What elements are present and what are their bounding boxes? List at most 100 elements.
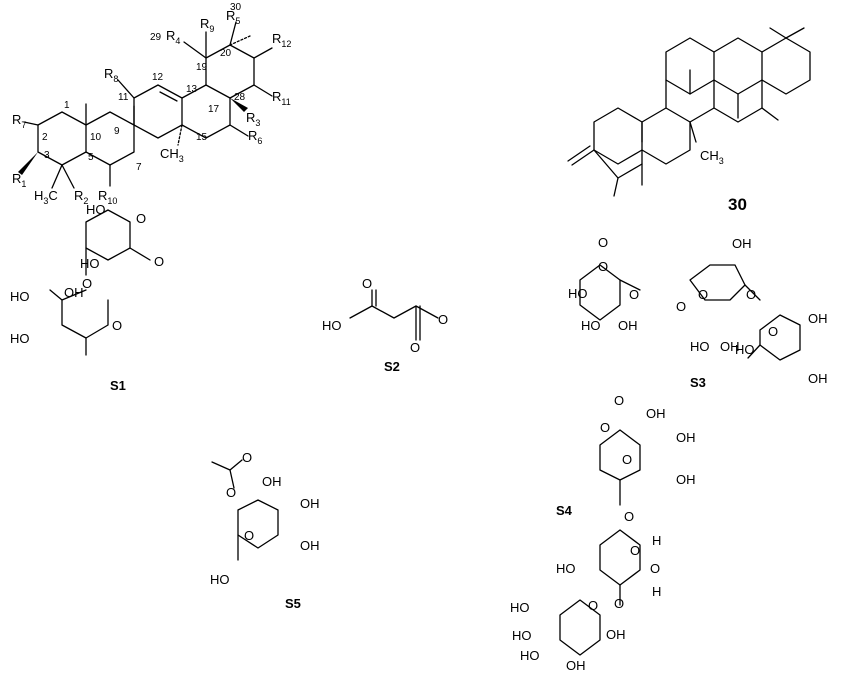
atom-label-ho: HO — [581, 318, 601, 333]
atom-label-o: O — [630, 543, 640, 558]
atom-label-o: O — [676, 299, 686, 314]
atom-label-oh: OH — [732, 236, 752, 251]
atom-label-ho: HO — [86, 202, 106, 217]
atom-label-oh: OH — [676, 472, 696, 487]
atom-label-oh: OH — [720, 339, 740, 354]
compound-30-label: 30 — [728, 195, 747, 214]
locant: 20 — [220, 48, 232, 59]
fragment-s5-labels: O O OH OH O OH HO — [210, 450, 320, 587]
atom-label-o: O — [614, 596, 624, 611]
atom-label-oh: OH — [606, 627, 626, 642]
locant: 10 — [90, 132, 102, 143]
atom-label-o: O — [410, 340, 420, 355]
atom-label-ho: HO — [10, 289, 30, 304]
locant: 19 — [196, 62, 208, 73]
atom-label-ho: HO — [10, 331, 30, 346]
atom-label-oh: OH — [300, 496, 320, 511]
atom-label-o: O — [698, 287, 708, 302]
atom-label-ho: HO — [210, 572, 230, 587]
label-r9: R9 — [200, 16, 214, 34]
locant: 29 — [150, 32, 162, 43]
atom-label-ho: HO — [322, 318, 342, 333]
atom-label-o: O — [136, 211, 146, 226]
atom-label-o: O — [226, 485, 236, 500]
atom-label-o: O — [598, 235, 608, 250]
label-r4: R4 — [166, 28, 180, 46]
atom-label-o: O — [154, 254, 164, 269]
atom-label-ho: HO — [556, 561, 576, 576]
atom-label-ho: HO — [512, 628, 532, 643]
fragment-s1-label: S1 — [110, 378, 126, 393]
atom-label-oh: OH — [262, 474, 282, 489]
triterpenoid-core-structure — [18, 21, 273, 189]
label-ch3-30: CH3 — [700, 148, 724, 166]
fragment-s4-label: S4 — [556, 503, 573, 518]
fragment-s1-labels: HO O HO O OH HO O HO O — [10, 202, 164, 346]
fragment-s4-labels: O O OH OH O OH O O H HO O H O HO O HO OH… — [510, 393, 696, 673]
atom-label-h: H — [652, 584, 661, 599]
fragment-s1-structure — [49, 209, 151, 356]
atom-label-o: O — [624, 509, 634, 524]
atom-label-o: O — [438, 312, 448, 327]
label-r11: R11 — [272, 89, 291, 107]
fragment-s5-label: S5 — [285, 596, 301, 611]
atom-label-ho: HO — [520, 648, 540, 663]
atom-label-oh: OH — [300, 538, 320, 553]
compound-30-structure — [567, 27, 811, 197]
fragment-s3-label: S3 — [690, 375, 706, 390]
locant: 30 — [230, 2, 242, 13]
label-r3: R3 — [246, 110, 260, 128]
fragment-s2-label: S2 — [384, 359, 400, 374]
fragment-s2-labels: O HO O O — [322, 276, 448, 355]
atom-label-ho: HO — [568, 286, 588, 301]
atom-label-o: O — [622, 452, 632, 467]
locant: 7 — [136, 162, 142, 173]
fragment-s4-structure — [559, 429, 641, 656]
locant: 15 — [196, 132, 208, 143]
locant: 11 — [118, 92, 129, 103]
label-r12: R12 — [272, 31, 291, 49]
atom-label-oh: OH — [618, 318, 638, 333]
fragment-s2-structure — [349, 289, 439, 341]
atom-label-h: H — [652, 533, 661, 548]
atom-label-ho: HO — [690, 339, 710, 354]
atom-label-o: O — [598, 259, 608, 274]
label-r7: R7 — [12, 112, 26, 130]
locant: 1 — [64, 100, 70, 111]
locant: 3 — [44, 150, 50, 161]
label-r6: R6 — [248, 128, 262, 146]
label-r1: R1 — [12, 171, 26, 189]
atom-label-o: O — [82, 276, 92, 291]
label-ch3-core: CH3 — [160, 146, 184, 164]
atom-label-o: O — [614, 393, 624, 408]
atom-label-ho: HO — [510, 600, 530, 615]
atom-label-oh: OH — [64, 285, 84, 300]
atom-label-o: O — [112, 318, 122, 333]
atom-label-o: O — [768, 324, 778, 339]
atom-label-o: O — [242, 450, 252, 465]
atom-label-o: O — [244, 528, 254, 543]
locant: 9 — [114, 126, 120, 137]
fragment-s3-structure — [579, 264, 801, 361]
atom-label-o: O — [629, 287, 639, 302]
atom-label-oh: OH — [646, 406, 666, 421]
locant: 2 — [42, 132, 48, 143]
label-h3c: H3C — [34, 188, 58, 206]
locant: 28 — [234, 92, 246, 103]
locant: 17 — [208, 104, 220, 115]
atom-label-oh: OH — [808, 311, 828, 326]
atom-label-oh: OH — [808, 371, 828, 386]
atom-label-oh: OH — [566, 658, 586, 673]
fragment-s3-labels: O O O HO O OH O O HO OH HO OH HO OH O OH — [568, 235, 828, 386]
atom-label-o: O — [588, 598, 598, 613]
atom-label-oh: OH — [676, 430, 696, 445]
atom-label-o: O — [600, 420, 610, 435]
fragment-s5-structure — [211, 459, 279, 561]
label-r8: R8 — [104, 66, 118, 84]
atom-label-ho: HO — [80, 256, 100, 271]
atom-label-o: O — [362, 276, 372, 291]
atom-label-o: O — [650, 561, 660, 576]
locant: 13 — [186, 84, 198, 95]
atom-label-ho: HO — [735, 342, 755, 357]
